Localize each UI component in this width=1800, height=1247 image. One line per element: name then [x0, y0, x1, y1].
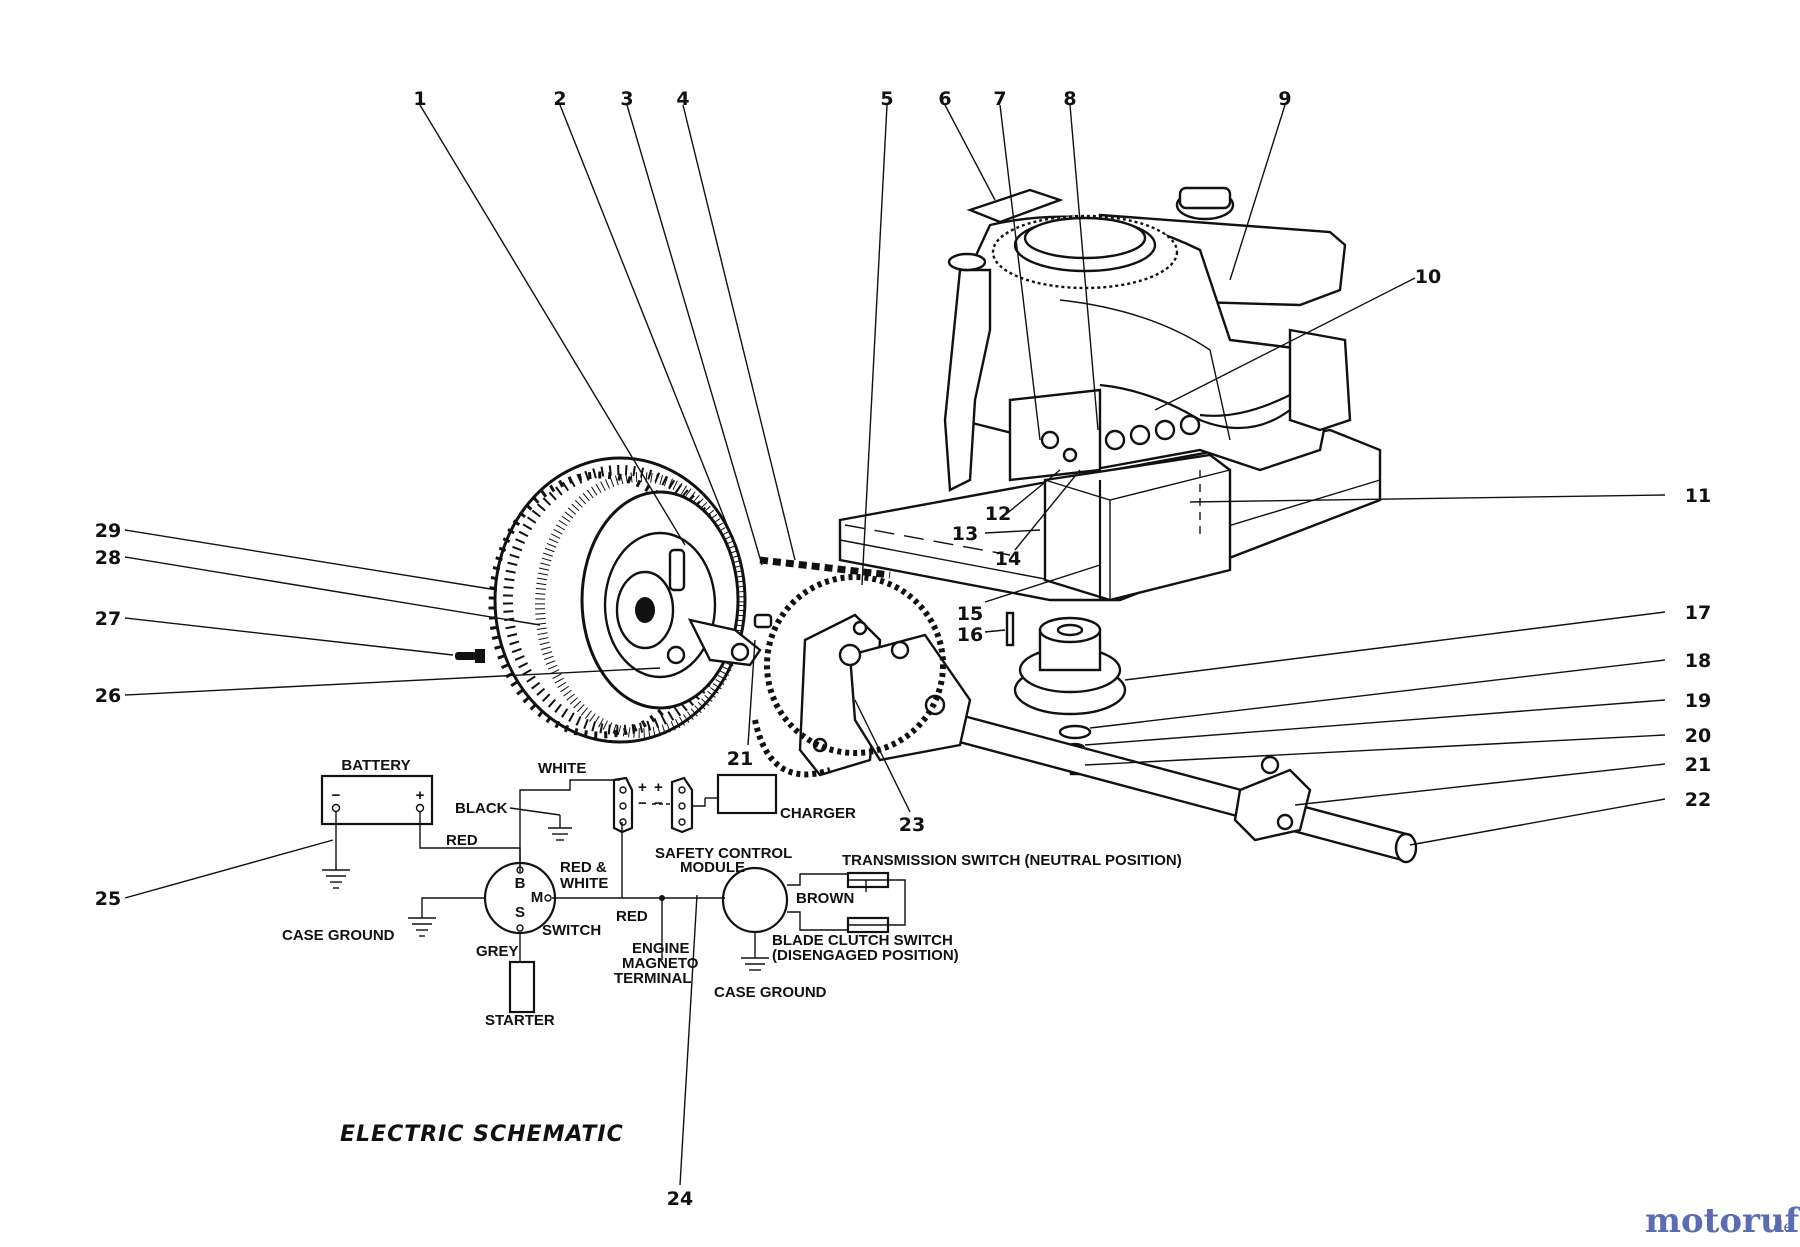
- blade-label-1: BLADE CLUTCH SWITCH: [772, 932, 953, 949]
- electric-schematic: BATTERY − + RED B M S SWITCH CASE GROUND…: [282, 757, 1182, 1147]
- grey-label: GREY: [476, 943, 519, 960]
- callout-23: 23: [899, 814, 925, 836]
- callout-18: 18: [1685, 650, 1711, 672]
- red-white-1: RED &: [560, 859, 607, 876]
- watermark: motoruf .de: [1645, 1201, 1800, 1241]
- callout-8: 8: [1063, 88, 1076, 110]
- engine-label-3: TERMINAL: [614, 970, 692, 987]
- callout-12: 12: [985, 503, 1011, 525]
- battery-box: [1043, 414, 1232, 602]
- watermark-suffix: .de: [1768, 1217, 1793, 1236]
- watermark-main: motoruf: [1645, 1201, 1800, 1241]
- callout-24: 24: [667, 1188, 693, 1210]
- switch-s: S: [515, 904, 525, 921]
- callout-21b: 21: [1685, 754, 1711, 776]
- callout-28: 28: [95, 547, 121, 569]
- callout-27: 27: [95, 608, 121, 630]
- callout-14: 14: [995, 548, 1021, 570]
- callout-22: 22: [1685, 789, 1711, 811]
- callout-21a: 21: [727, 748, 753, 770]
- blade-label-2: (DISENGAGED POSITION): [772, 947, 959, 964]
- minus-1: −: [638, 795, 647, 812]
- callout-17: 17: [1685, 602, 1711, 624]
- safety-label-2: MODULE: [680, 859, 745, 876]
- battery-plus: +: [416, 787, 425, 804]
- switch-m: M: [531, 889, 544, 906]
- callout-3: 3: [620, 88, 633, 110]
- transmission-label: TRANSMISSION SWITCH (NEUTRAL POSITION): [842, 852, 1182, 869]
- callout-11: 11: [1685, 485, 1711, 507]
- leader-lines: [124, 104, 1666, 1186]
- callouts: 1 2 3 4 5 6 7 8 9 10 11 12 13 14 15 16 1…: [95, 88, 1711, 1210]
- bolt-27: [455, 649, 485, 663]
- callout-25: 25: [95, 888, 121, 910]
- plus-1: +: [638, 779, 647, 796]
- callout-1: 1: [413, 88, 426, 110]
- callout-5: 5: [880, 88, 893, 110]
- case-ground-2-label: CASE GROUND: [714, 984, 827, 1001]
- charger-label: CHARGER: [780, 805, 856, 822]
- callout-16: 16: [957, 624, 983, 646]
- engine-label-1: ENGINE: [632, 940, 690, 957]
- sprocket-chain: [752, 556, 946, 778]
- minus-2: −: [654, 795, 663, 812]
- plus-2: +: [654, 779, 663, 796]
- callout-15: 15: [957, 603, 983, 625]
- schematic-title: ELECTRIC SCHEMATIC: [340, 1122, 624, 1147]
- engine-pulley: [1005, 611, 1127, 776]
- wheel-tire: [488, 456, 773, 744]
- callout-4: 4: [676, 88, 689, 110]
- red-label: RED: [446, 832, 478, 849]
- battery-label: BATTERY: [341, 757, 410, 774]
- callout-26: 26: [95, 685, 121, 707]
- switch-b: B: [515, 875, 526, 892]
- red-label-2: RED: [616, 908, 648, 925]
- callout-6: 6: [938, 88, 951, 110]
- starter-label: STARTER: [485, 1012, 555, 1029]
- callout-10: 10: [1415, 266, 1441, 288]
- black-label: BLACK: [455, 800, 508, 817]
- transmission: [798, 613, 972, 777]
- callout-7: 7: [993, 88, 1006, 110]
- white-label: WHITE: [538, 760, 586, 777]
- safety-label-1: SAFETY CONTROL: [655, 845, 792, 862]
- callout-19: 19: [1685, 690, 1711, 712]
- case-ground-label: CASE GROUND: [282, 927, 395, 944]
- red-white-2: WHITE: [560, 875, 608, 892]
- callout-9: 9: [1278, 88, 1291, 110]
- callout-2: 2: [553, 88, 566, 110]
- callout-29: 29: [95, 520, 121, 542]
- callout-13: 13: [952, 523, 978, 545]
- battery-minus: −: [332, 787, 341, 804]
- engine-label-2: MAGNETO: [622, 955, 699, 972]
- brown-label: BROWN: [796, 890, 854, 907]
- engine: [943, 186, 1352, 492]
- switch-label: SWITCH: [542, 922, 601, 939]
- callout-20: 20: [1685, 725, 1711, 747]
